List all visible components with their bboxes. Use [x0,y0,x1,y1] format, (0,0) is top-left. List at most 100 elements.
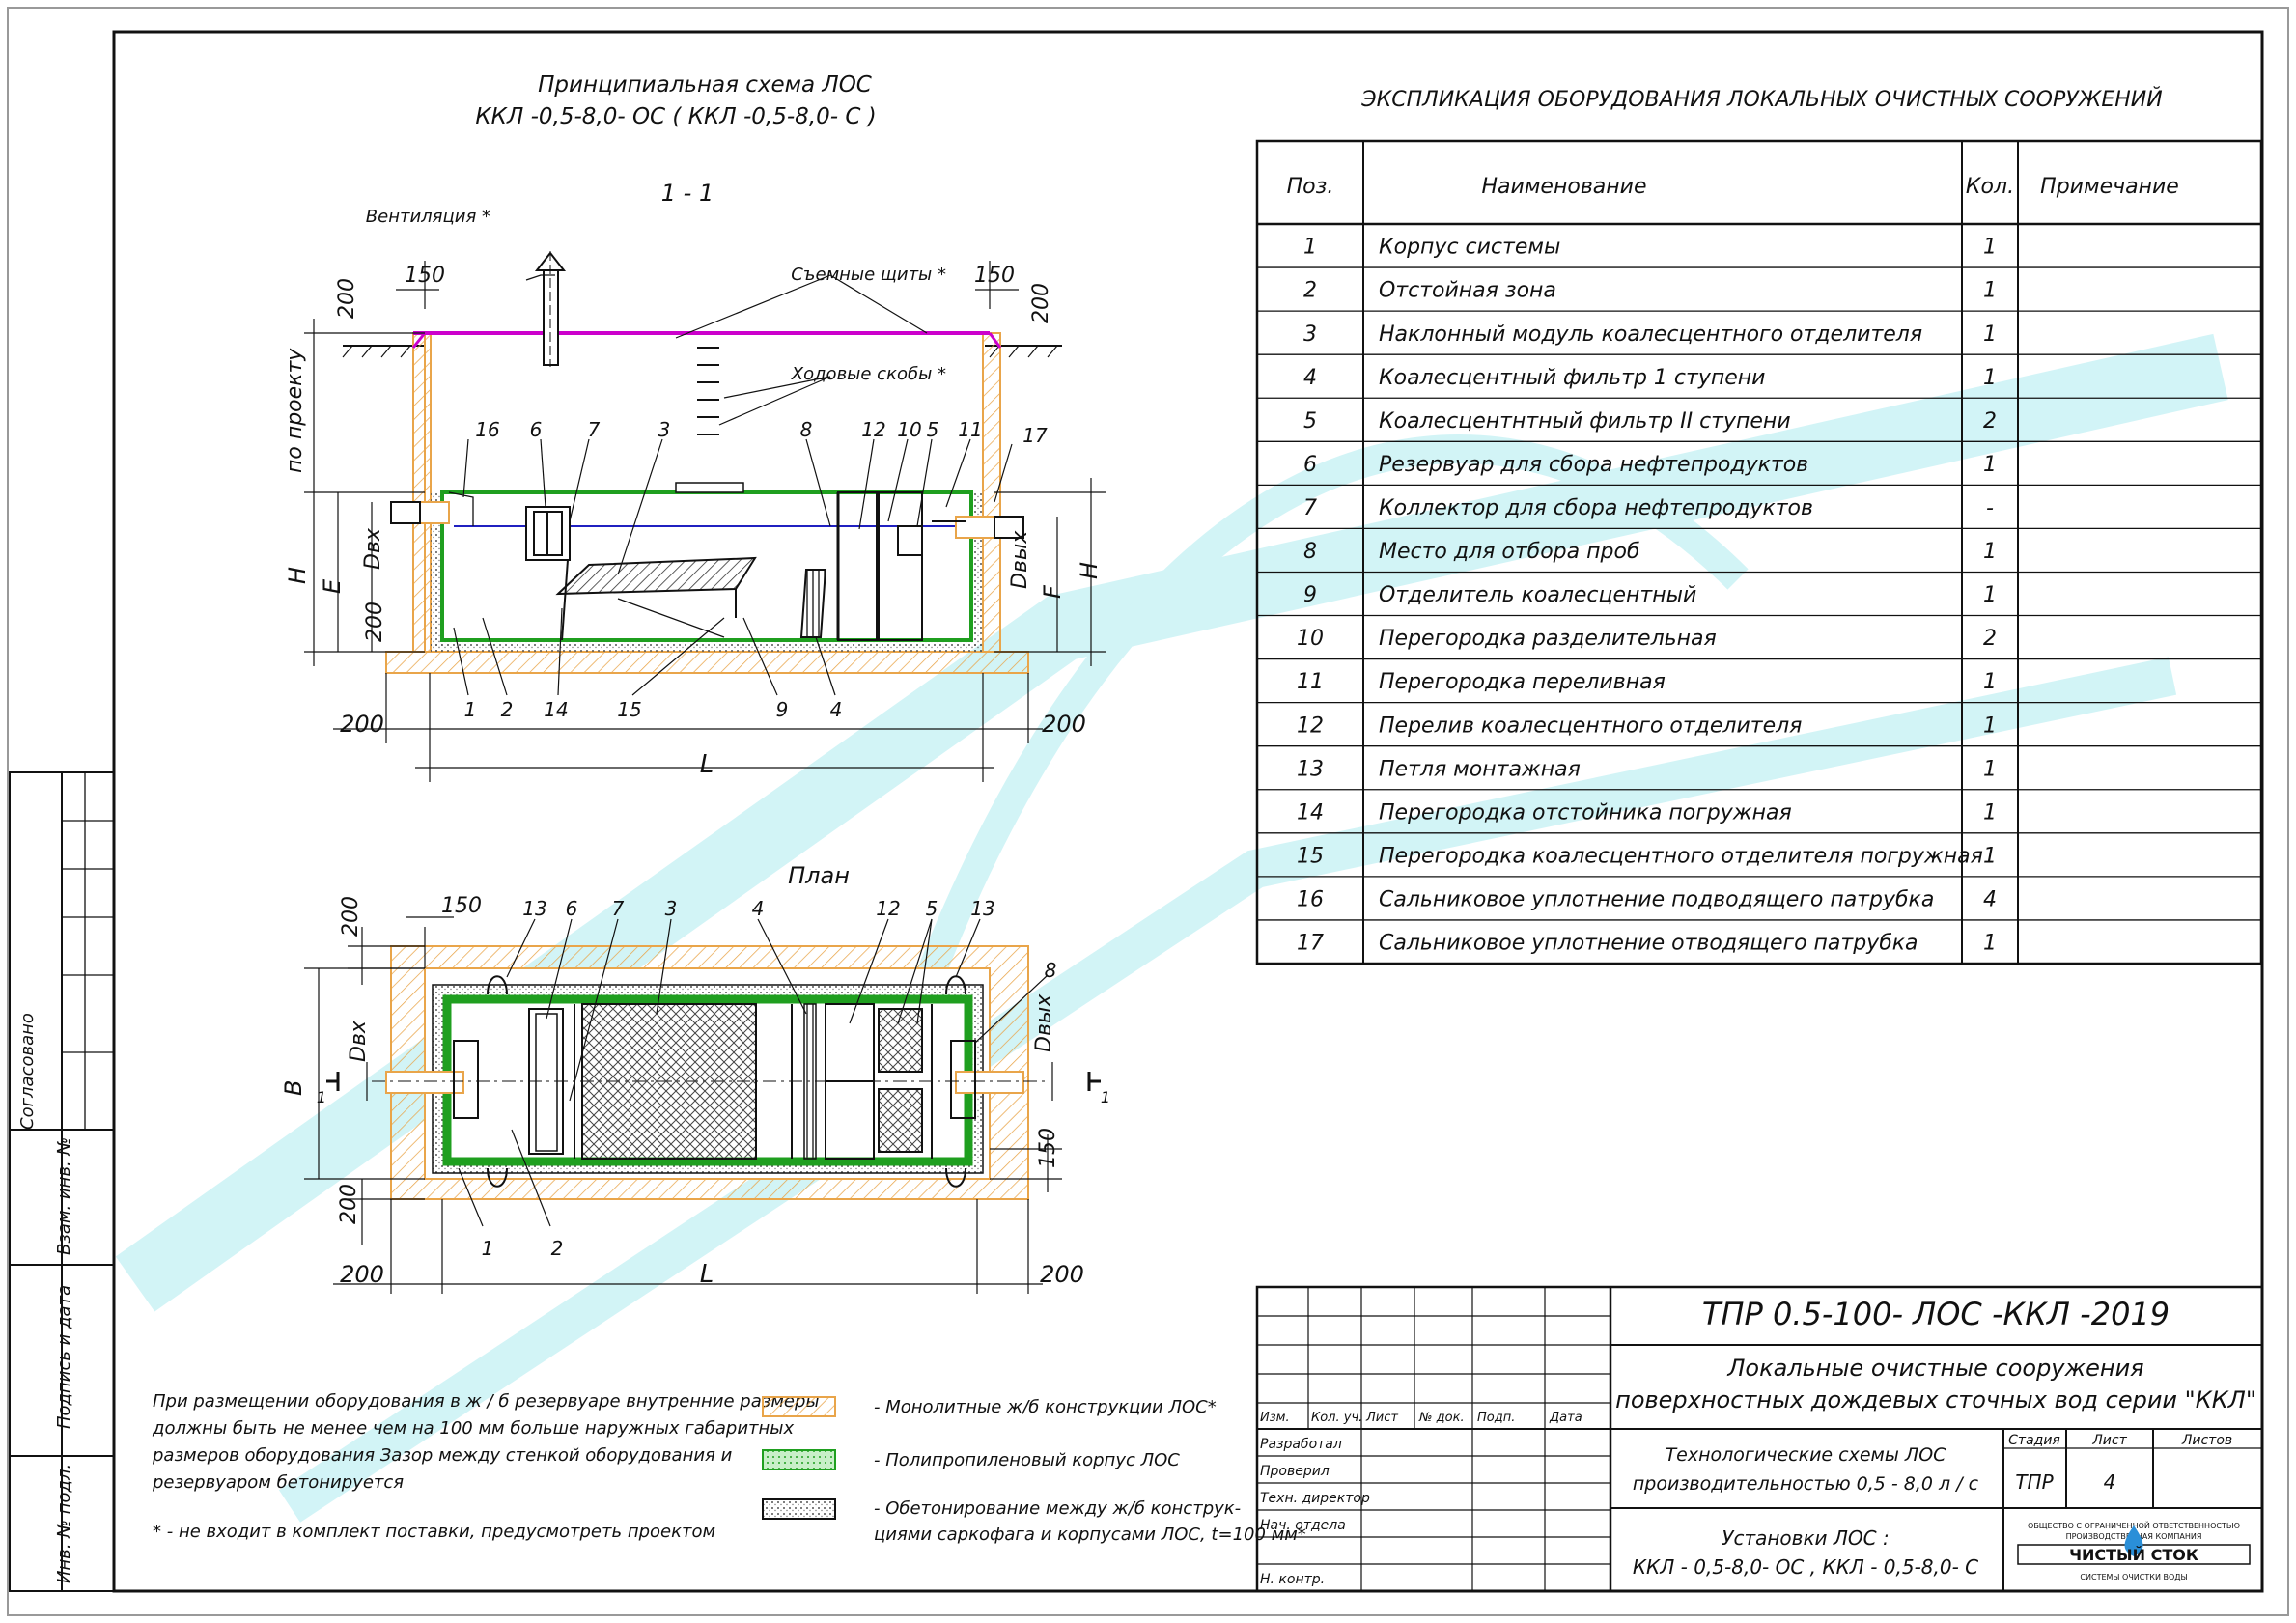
stamp-col-list: Лист [1365,1411,1398,1425]
explication-pos: 17 [1297,932,1324,956]
title-block: Изм. Кол. уч. Лист № док. Подп. Дата Раз… [1255,1285,2264,1593]
explication-name: Корпус системы [1379,236,1560,260]
plan-dim-Dout: Dвых [1032,993,1056,1052]
legend-backfill-label-1: - Обетонирование между ж/б конструк- [874,1498,1241,1519]
stamp-sheets-label: Листов [2181,1433,2232,1448]
stamp-install-2: ККЛ - 0,5-8,0- ОС , ККЛ - 0,5-8,0- С [1633,1555,1978,1579]
explication-name: Резервуар для сбора нефтепродуктов [1379,453,1808,477]
explication-qty: 1 [1983,800,1997,825]
legend-swatch-backfill [762,1498,836,1520]
stamp-role-dept-head: Нач. отдела [1260,1518,1346,1533]
stamp-col-izm: Изм. [1260,1411,1290,1425]
plan-callout-13a: 13 [522,897,546,920]
explication-qty: 2 [1983,409,1997,434]
plan-callout-7: 7 [612,897,625,920]
plan-callout-6: 6 [566,897,578,920]
plan-dim-200-bottom: 200 [337,1184,361,1224]
explication-pos: 8 [1303,540,1317,564]
callout-1: 1 [464,698,477,721]
callout-10: 10 [897,418,921,441]
by-project-label: по проекту [283,348,307,473]
stamp-title-1: Локальные очистные сооружения [1726,1355,2143,1382]
explication-pos: 14 [1297,800,1324,825]
explication-name: Перегородка отстойника погружная [1379,800,1792,825]
dim-F: F [1039,584,1066,599]
plan-dim-150-side: 150 [1036,1128,1060,1168]
stamp-col-kolvo: Кол. уч. [1311,1411,1362,1425]
legend-swatch-pp [762,1449,836,1470]
note-line-3: размеров оборудования Зазор между стенко… [152,1445,733,1466]
stamp-role-checker: Проверил [1260,1464,1330,1479]
explication-pos: 4 [1303,366,1317,390]
plan-dim-B: B [280,1080,307,1096]
plan-cut-left: 1 [317,1088,326,1106]
plan-callout-2: 2 [551,1237,564,1260]
explication-pos: 5 [1303,409,1317,434]
explication-pos: 2 [1303,279,1317,303]
plan-callout-12: 12 [876,897,900,920]
dim-L-section: L [700,750,714,779]
callout-3: 3 [658,418,671,441]
explication-qty: 1 [1983,540,1997,564]
explication-qty: 1 [1983,279,1997,303]
explication-name: Петля монтажная [1379,757,1581,781]
explication-qty: 1 [1983,236,1997,260]
dim-150-left: 150 [405,264,445,288]
dim-200-bottom-left: 200 [340,711,384,738]
panels-label: Съемные щиты * [791,265,946,285]
callout-5: 5 [927,418,939,441]
callout-16: 16 [475,418,499,441]
section-label: 1 - 1 [661,180,714,207]
note-footnote: * - не входит в комплект поставки, преду… [153,1522,715,1542]
side-stamp: Согласовано Взам. инв. № Подпись и дата … [9,771,115,1592]
explication-qty: 1 [1983,322,1997,347]
plan-dim-200-left: 200 [340,1261,384,1288]
stamp-code: ТПР 0.5-100- ЛОС -ККЛ -2019 [1702,1296,2170,1332]
callout-11: 11 [958,418,982,441]
explication-pos: 1 [1303,236,1317,260]
stamp-sheet-title-1: Технологические схемы ЛОС [1666,1444,1947,1466]
explication-name: Перегородка разделительная [1379,627,1717,651]
ventilation-label: Вентиляция * [366,207,490,227]
legend: - Монолитные ж/б конструкции ЛОС* - Поли… [762,1396,1306,1545]
drop-icon [2124,1525,2143,1556]
col-qty: Кол. [1966,175,2014,199]
explication-name: Сальниковое уплотнение подводящего патру… [1379,888,1934,912]
dim-H-left: H [284,567,311,584]
col-name: Наименование [1482,175,1647,199]
explication-name: Перегородка коалесцентного отделителя по… [1379,844,1983,868]
side-inv-orig: Инв. № подл. [54,1464,74,1583]
plan-label: План [788,862,850,889]
side-inv-replace: Взам. инв. № [54,1137,74,1255]
stamp-sheet-label: Лист [2091,1433,2127,1448]
explication-pos: 7 [1303,496,1317,520]
explication-name: Перегородка переливная [1379,670,1666,694]
stamp-col-sign: Подп. [1477,1411,1515,1425]
callout-4: 4 [830,698,843,721]
explication-qty: - [1986,496,1994,520]
callout-14: 14 [544,698,568,721]
plan-callout-8: 8 [1045,959,1057,982]
company-logo: ОБЩЕСТВО С ОГРАНИЧЕННОЙ ОТВЕТСТВЕННОСТЬЮ… [2017,1520,2251,1581]
explication-pos: 9 [1303,583,1317,607]
explication-name: Отделитель коалесцентный [1379,583,1696,607]
note-line-2: должны быть не менее чем на 100 мм больш… [152,1418,795,1439]
callout-15: 15 [617,698,641,721]
explication-name: Коалесцентный фильтр 1 ступени [1379,366,1765,390]
explication-name: Наклонный модуль коалесцентного отделите… [1379,322,1922,347]
stamp-sheet-title-2: производительностью 0,5 - 8,0 л / с [1633,1473,1979,1495]
dim-E: E [319,578,346,594]
plan-callout-13b: 13 [970,897,994,920]
legend-backfill-label-2: циями саркофага и корпусами ЛОС, t=100 м… [874,1525,1306,1545]
note-line-1: При размещении оборудования в ж / б резе… [153,1391,820,1412]
callout-6: 6 [530,418,543,441]
explication-qty: 1 [1983,757,1997,781]
stamp-title-2: поверхностных дождевых сточных вод серии… [1615,1386,2256,1413]
stamp-install-1: Установки ЛОС : [1722,1526,1889,1550]
explication-qty: 1 [1983,670,1997,694]
callout-7: 7 [588,418,601,441]
plan-dim-Din: Dвх [347,1020,371,1062]
explication-pos: 6 [1303,453,1317,477]
company-line-1: ОБЩЕСТВО С ОГРАНИЧЕННОЙ ОТВЕТСТВЕННОСТЬЮ [2028,1520,2240,1530]
plan-callout-4: 4 [752,897,765,920]
